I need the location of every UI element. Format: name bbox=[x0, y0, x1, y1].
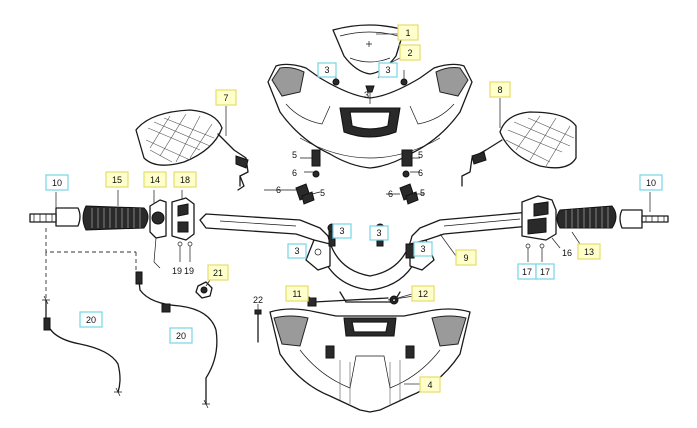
part-left-lever-bracket bbox=[149, 199, 167, 269]
callout-11-label: 11 bbox=[292, 289, 301, 299]
callout-1: 1 bbox=[397, 24, 419, 41]
callout-19-label: 19 bbox=[172, 266, 182, 276]
callout-18: 18 bbox=[173, 171, 197, 188]
part-lower-cover bbox=[269, 308, 471, 413]
callout-7: 7 bbox=[215, 89, 237, 106]
callout-16: 16 bbox=[562, 248, 572, 258]
part-right-grip bbox=[556, 205, 617, 229]
callout-6-label: 6 bbox=[276, 185, 281, 195]
callout-8: 8 bbox=[489, 81, 511, 98]
callout-3-right-top: 3 bbox=[378, 62, 398, 78]
callout-14: 14 bbox=[143, 171, 167, 188]
callout-10-label: 10 bbox=[52, 178, 62, 188]
callout-12: 12 bbox=[411, 285, 435, 302]
callout-17-right: 17 bbox=[535, 263, 555, 280]
callout-3-left-top: 3 bbox=[317, 62, 337, 78]
callout-6-label: 6 bbox=[388, 189, 393, 199]
callout-13-label: 13 bbox=[584, 247, 594, 257]
callout-5-label: 5 bbox=[418, 150, 423, 160]
part-right-switch-housing bbox=[521, 195, 557, 262]
callout-17-label: 17 bbox=[522, 267, 532, 277]
callout-4: 4 bbox=[419, 376, 441, 393]
callout-3-label: 3 bbox=[420, 244, 425, 254]
part-screw-22 bbox=[254, 309, 262, 343]
part-right-bar-end bbox=[619, 209, 669, 229]
part-right-mirror bbox=[461, 111, 577, 187]
part-bolt-11-12 bbox=[307, 295, 415, 307]
callout-9-label: 9 bbox=[463, 253, 468, 263]
part-fasteners-5-6 bbox=[264, 149, 424, 205]
callout-16-label: 16 bbox=[562, 248, 572, 258]
callout-3-label: 3 bbox=[376, 228, 381, 238]
callout-3-label: 3 bbox=[294, 246, 299, 256]
callout-3-label: 3 bbox=[324, 65, 329, 75]
callout-19-labels: 19 19 bbox=[172, 266, 194, 276]
part-cables bbox=[42, 228, 218, 409]
callout-22: 22 bbox=[253, 295, 263, 305]
callout-3-label: 3 bbox=[364, 90, 369, 100]
callout-20-label: 20 bbox=[176, 331, 186, 341]
callout-21-label: 21 bbox=[213, 268, 223, 278]
callout-17-label: 17 bbox=[540, 267, 550, 277]
callout-3-label: 3 bbox=[339, 226, 344, 236]
part-left-grip bbox=[82, 205, 149, 231]
callout-15: 15 bbox=[105, 171, 129, 188]
callout-1-label: 1 bbox=[405, 28, 410, 38]
callout-12-label: 12 bbox=[418, 289, 428, 299]
callout-11: 11 bbox=[285, 285, 309, 302]
callout-10-right: 10 bbox=[639, 174, 663, 191]
callout-10-left: 10 bbox=[45, 174, 69, 191]
callout-5-6-labels: 5 5 5 5 6 6 6 6 bbox=[276, 150, 425, 199]
callout-2-label: 2 bbox=[407, 48, 412, 58]
callout-5-label: 5 bbox=[320, 188, 325, 198]
callout-3-clamp-right: 3 bbox=[413, 241, 433, 257]
part-left-switch-housing bbox=[171, 197, 195, 262]
callout-17-left: 17 bbox=[517, 263, 537, 280]
callout-13: 13 bbox=[577, 243, 601, 260]
callout-5-label: 5 bbox=[292, 150, 297, 160]
callout-21: 21 bbox=[207, 264, 229, 281]
callout-4-label: 4 bbox=[427, 380, 432, 390]
callout-18-label: 18 bbox=[180, 175, 190, 185]
part-upper-cover bbox=[267, 63, 473, 169]
callout-8-label: 8 bbox=[497, 85, 502, 95]
part-left-mirror bbox=[135, 109, 249, 191]
callout-3-bar-right: 3 bbox=[369, 225, 389, 241]
callout-3-bar-left: 3 bbox=[332, 223, 352, 239]
callout-5-label: 5 bbox=[420, 188, 425, 198]
part-handlebar bbox=[199, 211, 537, 303]
callout-2: 2 bbox=[399, 44, 421, 61]
callout-3-label: 3 bbox=[385, 65, 390, 75]
callout-19-label: 19 bbox=[184, 266, 194, 276]
callout-22-label: 22 bbox=[253, 295, 263, 305]
callout-7-label: 7 bbox=[223, 93, 228, 103]
callout-6-label: 6 bbox=[418, 168, 423, 178]
callout-14-label: 14 bbox=[150, 175, 160, 185]
callout-20-left: 20 bbox=[79, 311, 103, 328]
callout-20-label: 20 bbox=[86, 315, 96, 325]
callout-6-label: 6 bbox=[292, 168, 297, 178]
part-nut-21 bbox=[195, 281, 213, 299]
callout-3-center: 3 bbox=[364, 90, 369, 100]
callout-9: 9 bbox=[455, 249, 477, 266]
callout-3-clamp-left: 3 bbox=[287, 243, 307, 259]
callout-20-right: 20 bbox=[169, 327, 193, 344]
callout-15-label: 15 bbox=[112, 175, 122, 185]
part-left-bar-end bbox=[29, 207, 81, 227]
callout-10-label: 10 bbox=[646, 178, 656, 188]
